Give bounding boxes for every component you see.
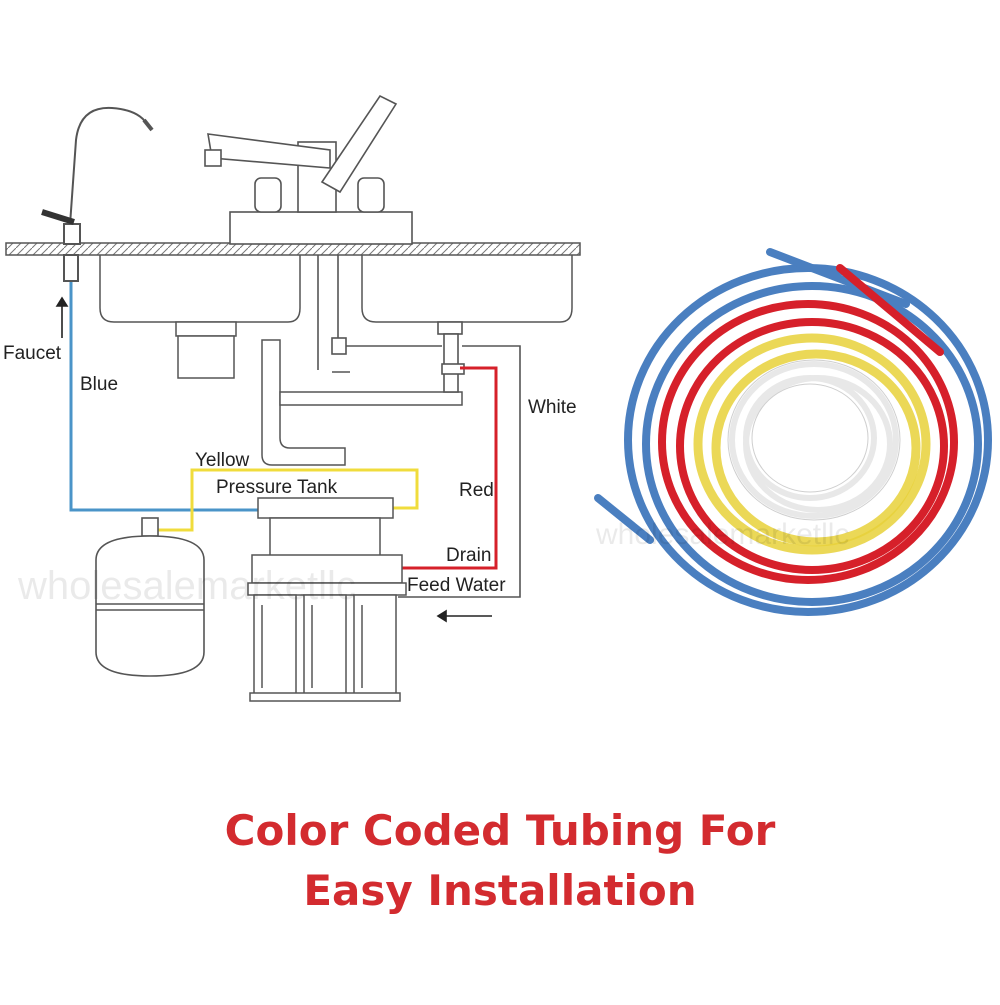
label-white: White [528, 397, 577, 418]
red-tube-coil [658, 264, 958, 584]
label-yellow: Yellow [195, 450, 250, 471]
blue-tube-coil [594, 248, 992, 616]
kitchen-faucet [204, 94, 413, 245]
white-tube-coil [729, 361, 899, 519]
yellow-tube-coil [693, 333, 931, 555]
caption-line-2: Easy Installation [303, 866, 697, 915]
label-faucet: Faucet [3, 343, 62, 364]
flow-arrow-left-icon [436, 609, 492, 623]
label-feed-water: Feed Water [407, 575, 506, 596]
blue-tube-line [69, 282, 258, 512]
pressure-tank [95, 517, 205, 677]
flow-arrow-up-icon [55, 296, 69, 338]
sink-basins [99, 255, 573, 323]
watermark-left: wholesalemarketllc [18, 564, 356, 608]
yellow-tube-line [150, 468, 419, 532]
ro-faucet [41, 106, 154, 282]
watermark-right: wholesalemarketllc [596, 518, 850, 551]
white-tube-coil-outline [727, 359, 901, 521]
tubing-coils [594, 248, 992, 616]
red-tube-line [395, 366, 498, 570]
supply-lines [317, 255, 465, 393]
ro-filter-unit [247, 497, 407, 702]
label-pressure-tank: Pressure Tank [216, 477, 338, 498]
label-blue: Blue [80, 374, 119, 395]
label-drain: Drain [446, 545, 492, 566]
countertop [5, 242, 581, 256]
label-red: Red [459, 480, 494, 501]
drain-trap [175, 321, 463, 466]
white-tube-line [398, 345, 521, 598]
caption-line-1: Color Coded Tubing For [224, 806, 776, 855]
